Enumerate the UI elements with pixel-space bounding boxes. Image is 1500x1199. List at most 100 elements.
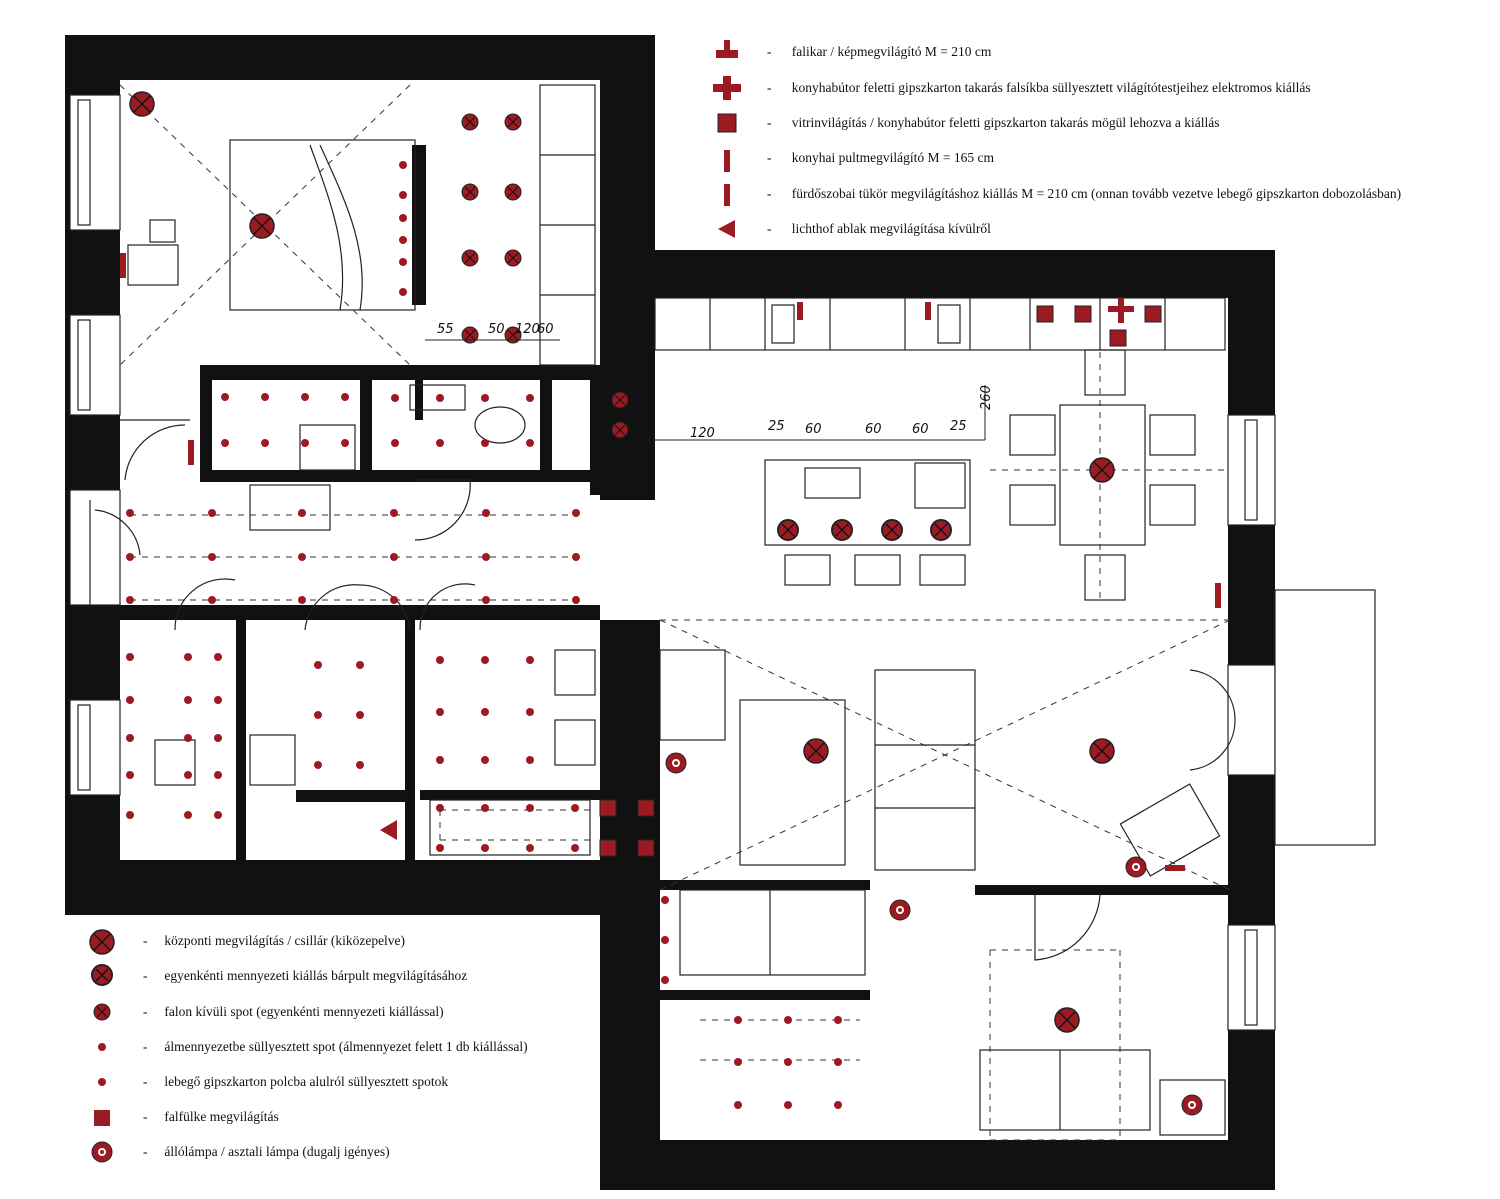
recessed-spot <box>298 509 306 517</box>
recessed-spot <box>391 394 399 402</box>
lighting-lines <box>119 84 1231 1141</box>
recessed-spot <box>572 553 580 561</box>
recessed-spot <box>661 936 669 944</box>
recessed-spot <box>526 394 534 402</box>
legend-bottom-row: - falfülke megvilágítás <box>143 1109 279 1124</box>
legend-text: konyhabútor feletti gipszkarton takarás … <box>791 80 1311 95</box>
legend-bottom-row: - állólámpa / asztali lámpa (dugalj igén… <box>143 1144 390 1159</box>
recessed-spot <box>301 439 309 447</box>
chandelier-living <box>803 738 829 764</box>
recessed-spot <box>436 844 444 852</box>
dim-k-25a: 25 <box>768 419 785 434</box>
recessed-spot <box>481 804 489 812</box>
recessed-spot <box>784 1016 792 1024</box>
chandelier-corner <box>129 91 155 117</box>
recessed-spot <box>784 1058 792 1066</box>
recessed-spot <box>208 553 216 561</box>
recessed-spot <box>436 804 444 812</box>
recessed-spot <box>784 1101 792 1109</box>
legend-bottom-row: - egyenkénti mennyezeti kiállás bárpult … <box>143 968 468 983</box>
recessed-spot <box>526 439 534 447</box>
legend-text: állólámpa / asztali lámpa (dugalj igénye… <box>164 1144 390 1159</box>
recessed-spot <box>126 771 134 779</box>
recessed-spot <box>314 711 322 719</box>
legend-text: falikar / képmegvilágító M = 210 cm <box>791 44 992 59</box>
recessed-spot <box>261 439 269 447</box>
recessed-spot <box>482 596 490 604</box>
legend-text: konyhai pultmegvilágító M = 165 cm <box>791 150 994 165</box>
doors <box>89 419 1236 961</box>
recessed-spot <box>834 1016 842 1024</box>
legend-bottom-row: - falon kívüli spot (egyenkénti mennyeze… <box>143 1004 444 1019</box>
dining-table <box>1059 404 1146 546</box>
recessed-spot <box>298 553 306 561</box>
recessed-spot <box>298 596 306 604</box>
recessed-spot <box>184 696 192 704</box>
recessed-spot <box>390 596 398 604</box>
recessed-spot <box>436 656 444 664</box>
dim-50: 50 <box>488 322 505 337</box>
recessed-spot <box>399 191 407 199</box>
kitchen-dimensions: 120 25 60 60 60 25 260 <box>690 385 994 441</box>
legend-text: álmennyezetbe süllyesztett spot (álmenny… <box>164 1039 528 1054</box>
recessed-spot <box>571 804 579 812</box>
recessed-spot <box>184 734 192 742</box>
recessed-spot <box>436 439 444 447</box>
recessed-spot <box>399 214 407 222</box>
recessed-spot <box>399 288 407 296</box>
recessed-spot <box>661 896 669 904</box>
recessed-spot <box>356 711 364 719</box>
recessed-spots <box>126 161 842 1109</box>
legend-text: vitrinvilágítás / konyhabútor feletti gi… <box>791 115 1220 130</box>
recessed-spot <box>214 734 222 742</box>
dim-k-60b: 60 <box>865 422 882 437</box>
recessed-spot <box>571 844 579 852</box>
recessed-spot <box>314 661 322 669</box>
legend-text: lebegő gipszkarton polcba alulról süllye… <box>164 1074 449 1089</box>
recessed-spot <box>572 596 580 604</box>
recessed-spot <box>526 844 534 852</box>
recessed-spot <box>214 696 222 704</box>
recessed-spot <box>126 734 134 742</box>
chandelier-bedroom <box>249 213 275 239</box>
recessed-spot <box>390 509 398 517</box>
furniture <box>127 84 1226 1136</box>
floor-lamps <box>665 752 1203 1116</box>
dim-55: 55 <box>437 322 454 337</box>
living-sofa <box>874 669 976 871</box>
recessed-spot <box>126 553 134 561</box>
kitchen-island <box>764 459 971 546</box>
recessed-spot <box>734 1016 742 1024</box>
recessed-spot <box>436 708 444 716</box>
dim-k-60a: 60 <box>805 422 822 437</box>
recessed-spot <box>481 844 489 852</box>
recessed-spot <box>126 509 134 517</box>
recessed-spot <box>301 393 309 401</box>
legend-bottom-row: - lebegő gipszkarton polcba alulról süll… <box>143 1074 449 1089</box>
wall-lamps <box>120 253 1221 871</box>
recessed-spot <box>526 708 534 716</box>
dim-120: 120 <box>515 322 540 337</box>
legend-top-row: - vitrinvilágítás / konyhabútor feletti … <box>767 115 1220 130</box>
recessed-spot <box>834 1058 842 1066</box>
dim-k-25b: 25 <box>950 419 967 434</box>
windows <box>69 94 1376 1031</box>
recessed-spot <box>341 439 349 447</box>
recessed-spot <box>399 258 407 266</box>
recessed-spot <box>356 661 364 669</box>
recessed-spot <box>481 756 489 764</box>
recessed-spot <box>390 553 398 561</box>
recessed-spot <box>356 761 364 769</box>
vitrin-lights <box>599 305 1162 857</box>
recessed-spot <box>208 596 216 604</box>
recessed-spot <box>572 509 580 517</box>
legend-top-row: - fürdőszobai tükör megvilágításhoz kiál… <box>767 186 1402 201</box>
bed <box>229 139 416 311</box>
recessed-spot <box>834 1101 842 1109</box>
chandelier-lounge <box>1089 738 1115 764</box>
recessed-spot <box>214 811 222 819</box>
recessed-spot <box>214 771 222 779</box>
legend-text: falfülke megvilágítás <box>164 1109 279 1124</box>
recessed-spot <box>221 439 229 447</box>
